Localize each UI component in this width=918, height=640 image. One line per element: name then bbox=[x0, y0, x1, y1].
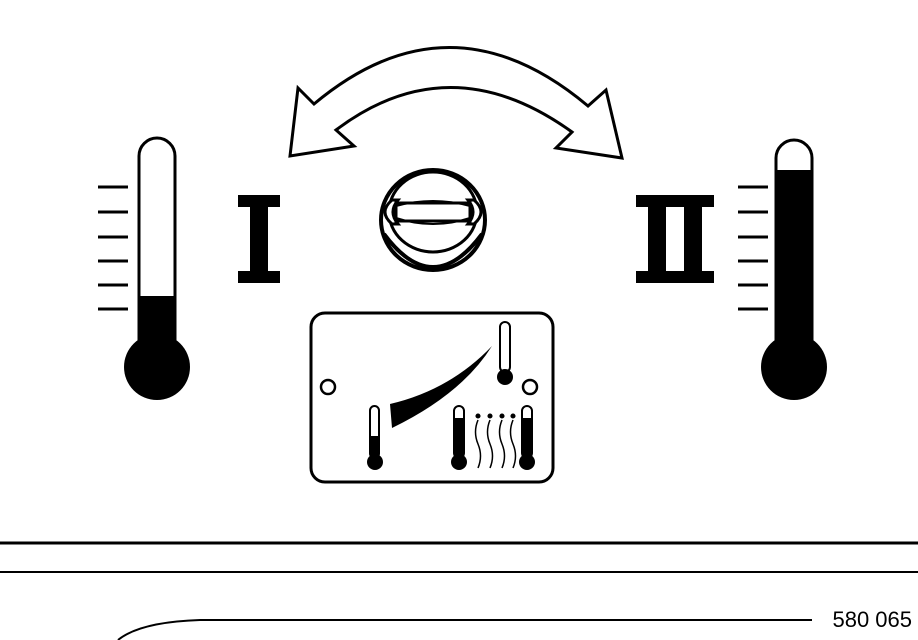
reference-number: 580 065 bbox=[832, 607, 912, 632]
thermometer-high-icon bbox=[738, 138, 827, 400]
double-arrow-icon bbox=[288, 46, 624, 160]
thermometer-low-icon bbox=[98, 136, 190, 400]
setting-label-two bbox=[636, 195, 714, 283]
setting-label-one bbox=[238, 195, 280, 283]
rotary-knob-icon bbox=[379, 168, 487, 272]
bottom-outline-curve bbox=[117, 619, 812, 640]
temperature-scale-panel-icon bbox=[309, 311, 555, 484]
thermometer-high-fill bbox=[776, 170, 812, 350]
